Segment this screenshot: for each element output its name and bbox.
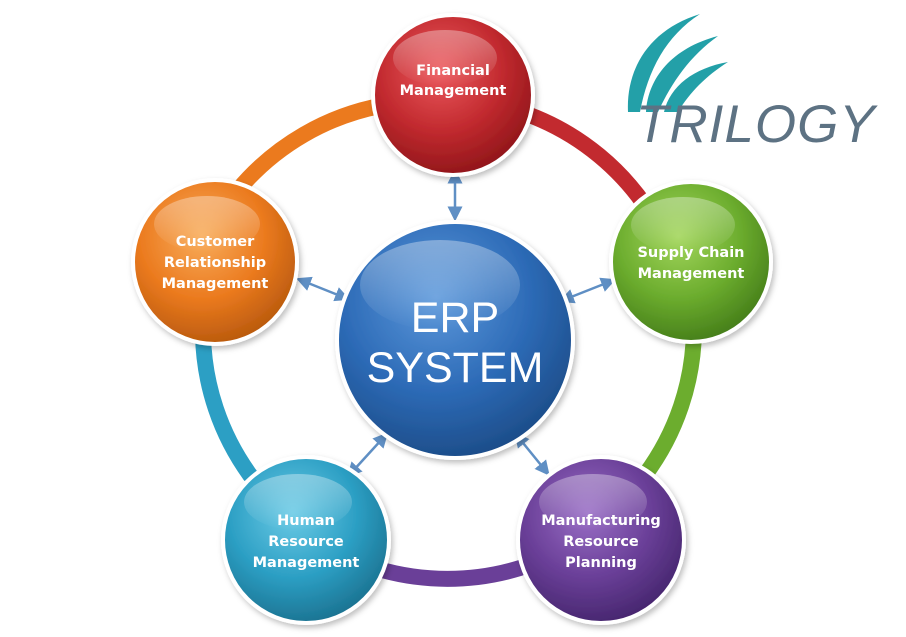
customer-label-line-2: Relationship — [164, 255, 266, 271]
supply-chain-label-line-1: Supply Chain — [637, 245, 744, 261]
arrow-manufacturing — [514, 432, 550, 476]
ring-segment-customer-financial — [230, 97, 393, 198]
financial-label-line-2: Management — [400, 83, 507, 99]
human-resource-label-line-2: Resource — [268, 534, 344, 550]
ring-segment-supply-manufacturing — [637, 322, 702, 483]
node-human-resource-management: Human Resource Management — [221, 455, 391, 625]
arrow-supply-chain — [559, 277, 616, 304]
customer-label-line-1: Customer — [176, 234, 255, 250]
arrow-human-resource — [346, 432, 389, 478]
erp-label-line-2: SYSTEM — [367, 344, 544, 392]
trilogy-logo: TRILOGY — [627, 14, 878, 154]
human-resource-label-line-3: Management — [253, 555, 360, 571]
financial-label-line-1: Financial — [416, 63, 490, 79]
manufacturing-label-line-2: Resource — [563, 534, 639, 550]
node-supply-chain-management: Supply Chain Management — [609, 180, 773, 344]
manufacturing-label-line-3: Planning — [565, 555, 637, 571]
manufacturing-label-line-1: Manufacturing — [541, 513, 661, 529]
erp-label-line-1: ERP — [411, 294, 499, 342]
logo-wordmark: TRILOGY — [636, 95, 878, 154]
logo-swoosh-icon — [627, 14, 728, 112]
human-resource-label-line-1: Human — [277, 513, 335, 529]
node-manufacturing-resource-planning: Manufacturing Resource Planning — [516, 455, 686, 625]
erp-system-node: ERP SYSTEM — [335, 220, 575, 460]
node-financial-management: Financial Management — [371, 13, 535, 177]
connector-arrows — [296, 168, 616, 478]
node-customer-relationship-management: Customer Relationship Management — [131, 178, 299, 346]
arrow-customer-relationship — [296, 276, 350, 302]
customer-label-line-3: Management — [162, 276, 269, 292]
ring-segment-human-customer — [195, 327, 258, 483]
supply-chain-label-line-2: Management — [638, 266, 745, 282]
ring-segment-manufacturing-human — [367, 560, 528, 587]
